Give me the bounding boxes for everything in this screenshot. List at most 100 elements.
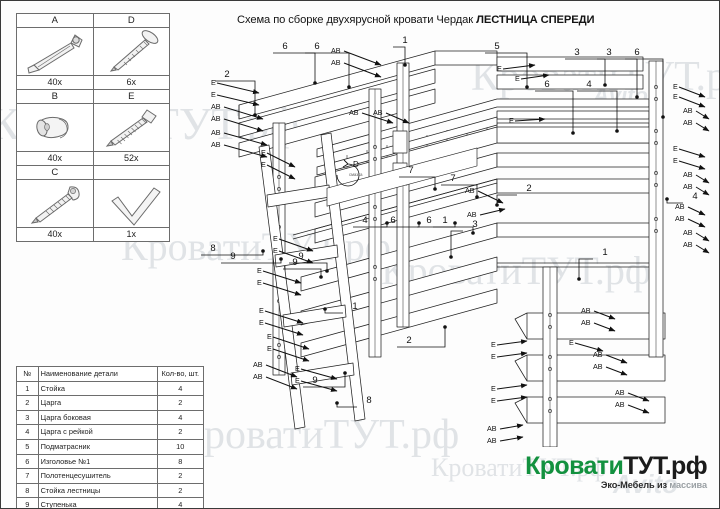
- callout-part-number: 2: [406, 335, 411, 346]
- callout-leader-line: [397, 327, 446, 348]
- fastener-label: E: [673, 144, 678, 153]
- fastener-label: E: [515, 74, 520, 83]
- parts-header-name: Наименование детали: [37, 366, 158, 382]
- callout-part-number: 1: [602, 247, 607, 258]
- callout-leader-line: [625, 58, 664, 117]
- parts-row-name: Подматрасник: [37, 438, 158, 455]
- callout-anchor-dot: [385, 221, 389, 225]
- hardware-pic-a: [16, 27, 94, 76]
- wood-screw-icon: [106, 109, 157, 147]
- brand-logo-name: КроватиТУТ.рф: [525, 453, 708, 479]
- callout-anchor-dot: [495, 203, 499, 207]
- parts-row-num: 8: [16, 482, 39, 499]
- callout-anchor-dot: [661, 115, 665, 119]
- fastener-label: E: [211, 90, 216, 99]
- fastener-arrow: [477, 190, 504, 204]
- callout-anchor-dot: [433, 187, 437, 191]
- callout-leader-line: [450, 230, 463, 257]
- hardware-qty-d: 6x: [92, 75, 170, 90]
- parts-row-name: Изголовье №1: [37, 453, 158, 470]
- fastener-label: AB: [581, 318, 591, 327]
- callout-leader-line: [289, 262, 328, 271]
- hardware-letter-c: C: [16, 165, 94, 180]
- callout-leader-line: [535, 90, 574, 133]
- fastener-arrow: [695, 186, 710, 196]
- fastener-label: AB: [467, 210, 477, 219]
- callout-part-number: 3: [472, 219, 477, 230]
- parts-row-name: Полотенцесушитель: [37, 468, 158, 484]
- hardware-table: A D: [16, 13, 170, 242]
- fastener-label: E: [673, 92, 678, 101]
- fastener-arrow: [343, 50, 382, 66]
- hardware-pic-row: [16, 179, 170, 228]
- callout-anchor-dot: [443, 325, 447, 329]
- hardware-letter-blank: [92, 165, 170, 180]
- fastener-label: AB: [211, 102, 221, 111]
- callout-part-number: 2: [526, 183, 531, 194]
- parts-row-num: 6: [16, 453, 39, 470]
- lower-right-planks: [514, 312, 666, 424]
- fastener-arrow: [479, 207, 506, 216]
- callout-part-number: 8: [366, 395, 371, 406]
- callout-leader-line: [496, 194, 517, 205]
- callout-leader-line: [283, 268, 322, 277]
- hardware-pic-d: [92, 27, 170, 76]
- callout-part-number: 9: [292, 257, 297, 268]
- callout-part-number: 6: [390, 215, 395, 226]
- callout-part-number: 1: [402, 35, 407, 46]
- fastener-label: E: [491, 384, 496, 393]
- callout-anchor-dot: [471, 231, 475, 235]
- fastener-label: E: [569, 338, 574, 347]
- fastener-arrow: [687, 206, 706, 216]
- fastener-label: AB: [487, 424, 497, 433]
- callout-anchor-dot: [417, 221, 421, 225]
- callout-anchor-dot: [665, 197, 669, 201]
- fastener-arrow: [520, 73, 550, 80]
- fastener-arrow: [678, 148, 706, 158]
- fastener-arrow: [223, 106, 264, 120]
- callout-leader-line: [303, 373, 346, 388]
- hardware-qty-row: 40x 1x: [16, 227, 170, 242]
- fastener-arrow: [499, 435, 524, 442]
- callout-anchor-dot: [261, 249, 265, 253]
- screw-dome-icon: [30, 186, 80, 224]
- hardware-pic-c: [16, 179, 94, 228]
- fastener-label: E: [261, 160, 266, 169]
- callout-part-number: 1: [352, 301, 357, 312]
- fastener-arrow: [265, 364, 298, 378]
- bolt-icon: [27, 34, 83, 74]
- callout-part-number: 1: [442, 215, 447, 226]
- fastener-label: AB: [349, 108, 359, 117]
- fastener-label: E: [491, 396, 496, 405]
- fastener-arrow: [266, 164, 296, 180]
- parts-row-name: Стойка лестницы: [37, 482, 158, 499]
- parts-row-name: Царга: [37, 395, 158, 411]
- callout-anchor-dot: [449, 255, 453, 259]
- post-back-left: [368, 88, 382, 358]
- callout-anchor-dot: [319, 275, 323, 279]
- fastener-label: E: [491, 340, 496, 349]
- callout-anchor-dot: [335, 401, 339, 405]
- callout-part-number: 9: [312, 375, 317, 386]
- callout-part-number: 4: [362, 215, 367, 226]
- post-back-right: [648, 60, 664, 358]
- callout-part-number: 6: [634, 47, 639, 58]
- callout-leader-line: [393, 46, 406, 65]
- parts-row-num: 2: [16, 395, 39, 411]
- fastener-label: E: [267, 332, 272, 341]
- callout-part-number: 6: [544, 79, 549, 90]
- fastener-label: AB: [615, 400, 625, 409]
- fastener-label: AB: [593, 362, 603, 371]
- hardware-pic-b: [16, 103, 94, 152]
- fastener-label: E: [497, 64, 502, 73]
- parts-row-num: 7: [16, 468, 39, 484]
- fastener-arrow: [695, 122, 710, 132]
- detail-d-note: D смазка: [336, 159, 363, 187]
- fastener-arrow: [223, 132, 268, 146]
